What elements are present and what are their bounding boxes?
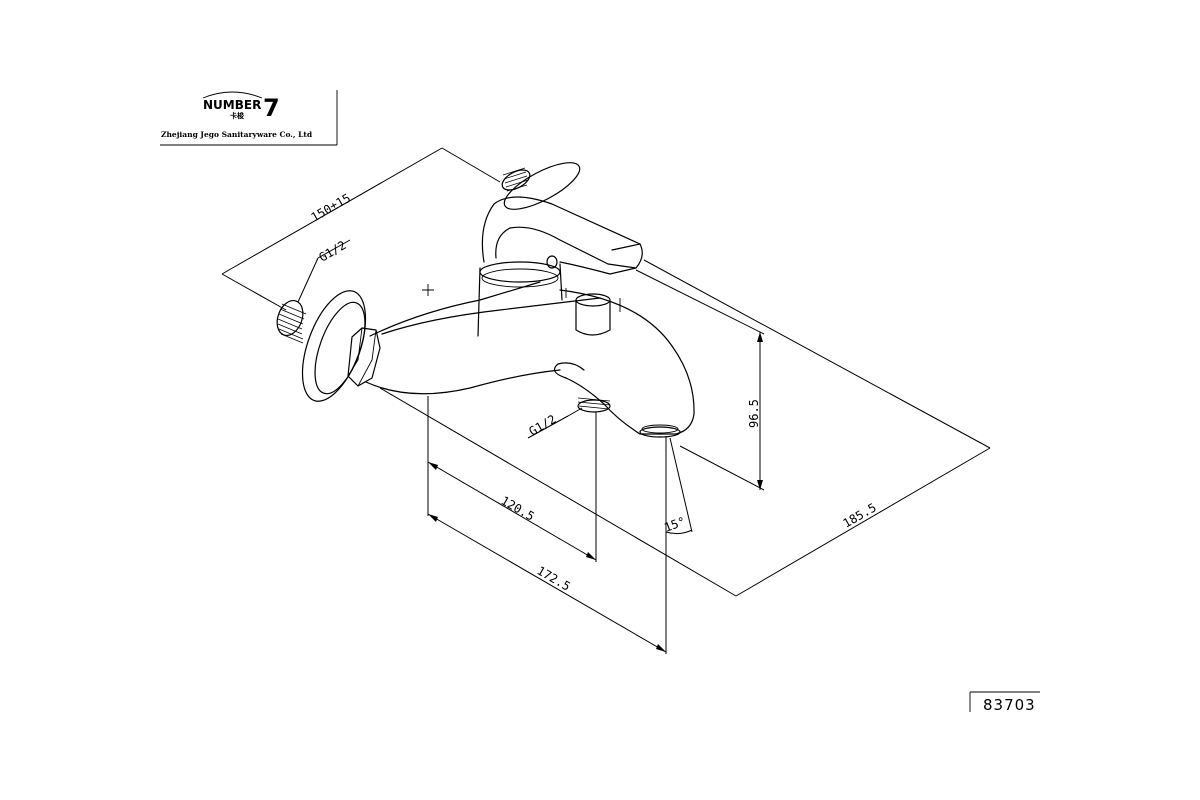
dim-outlet-thread: G1/2 [527, 407, 583, 439]
center-mark [422, 284, 434, 296]
lever-handle-inner [495, 226, 609, 265]
lever-indicator [546, 255, 558, 269]
logo-number: 7 [263, 94, 280, 122]
dim-overall-depth: 185.5 [379, 259, 991, 597]
dim-inlet-spacing-label: 150±15 [309, 191, 354, 225]
mixer-cylinder-left [477, 267, 481, 337]
dim-height-label: 96.5 [747, 399, 761, 428]
spout-underside [553, 362, 585, 379]
body-upper-contour [381, 297, 601, 335]
logo-word: NUMBER [203, 98, 261, 112]
company-name: Zhejiang Jego Sanitaryware Co., Ltd [161, 130, 313, 139]
body-top-edge [369, 281, 541, 337]
back-inlet-thread [501, 167, 531, 192]
mixer-collar [479, 261, 561, 283]
dimensions: 150±15 G1/2 G1/2 185.5 96.5 [221, 147, 991, 654]
spout-aerator [639, 426, 681, 438]
dim-height: 96.5 [635, 269, 765, 491]
dim-spout-to-outlet: 120.5 [427, 396, 597, 562]
left-flange [301, 290, 367, 402]
back-flange [503, 162, 581, 210]
mixer-collar-lower [481, 268, 559, 288]
model-number: 83703 [983, 696, 1036, 714]
dim-spout-reach: 172.5 [427, 436, 667, 654]
title-block: NUMBER 7 卡梭 Zhejiang Jego Sanitaryware C… [160, 90, 338, 146]
model-box: 83703 [969, 691, 1040, 714]
spout-aerator-ring [641, 424, 679, 434]
spout-outline [559, 289, 695, 435]
shower-outlet [577, 397, 611, 413]
diverter-knob [575, 299, 611, 336]
lever-tip [607, 243, 641, 269]
dim-spout-angle: 15° [662, 437, 693, 535]
dim-inlet-thread-label: G1/2 [317, 238, 349, 265]
left-hex-nut-facets [347, 327, 377, 387]
dim-spout-angle-label: 15° [662, 514, 687, 535]
body-bottom-edge [365, 369, 561, 395]
dim-outlet-thread-label: G1/2 [527, 412, 559, 439]
dim-spout-to-outlet-label: 120.5 [499, 493, 537, 523]
logo-subtext: 卡梭 [230, 111, 245, 120]
dim-inlet-spacing: 150±15 [221, 147, 501, 311]
faucet-body [276, 162, 695, 438]
diverter-base [565, 288, 621, 312]
dim-overall-depth-label: 185.5 [841, 500, 879, 530]
logo-swoosh [202, 91, 263, 99]
mixer-cylinder-right [559, 263, 563, 301]
dim-spout-reach-label: 172.5 [535, 563, 573, 593]
left-hex-nut [347, 327, 381, 387]
left-inlet-thread [276, 299, 307, 344]
diverter-knob-top [575, 293, 611, 307]
